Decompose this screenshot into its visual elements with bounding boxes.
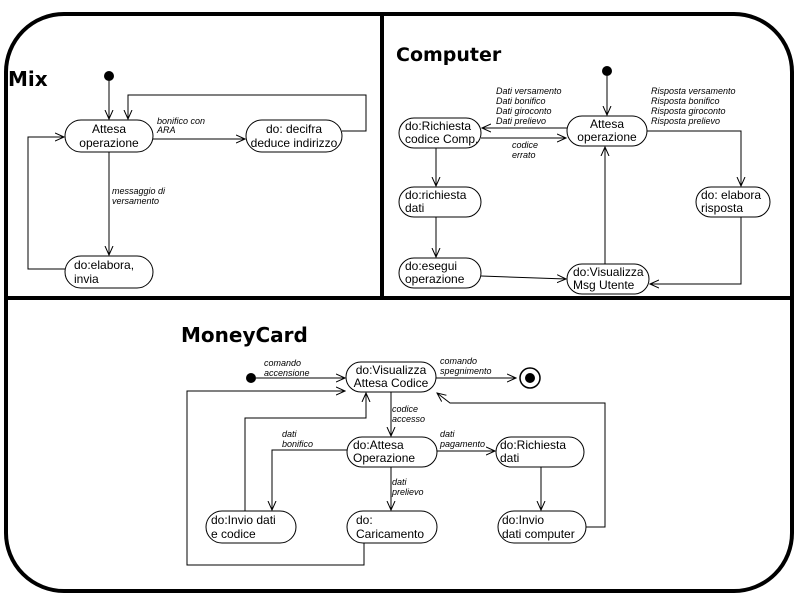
section-title-mix: Mix — [8, 67, 48, 91]
transition-arrow — [480, 276, 566, 279]
svg-text:do:Caricamento: do:Caricamento — [356, 513, 424, 541]
transition-arrow — [272, 449, 347, 510]
svg-text:do:elabora,invia: do:elabora,invia — [74, 258, 134, 286]
section-title-computer: Computer — [396, 44, 502, 66]
outer-frame — [4, 12, 794, 593]
section-title-moneycard: MoneyCard — [181, 323, 308, 347]
transition-arrow — [27, 137, 65, 270]
state-elabora-invia: do:elabora,invia — [64, 255, 154, 289]
state-caricamento: do:Caricamento — [346, 510, 438, 544]
transition-arrow — [647, 130, 741, 186]
transition-arrow — [128, 94, 367, 132]
initial-state-dot — [246, 373, 256, 383]
transition-arrow — [437, 393, 606, 528]
transition-arrow — [650, 217, 742, 284]
transition-arrow — [244, 393, 366, 511]
final-state — [519, 367, 541, 389]
initial-state-dot — [104, 71, 114, 81]
initial-state-dot — [602, 66, 612, 76]
transition-arrow — [186, 391, 365, 566]
